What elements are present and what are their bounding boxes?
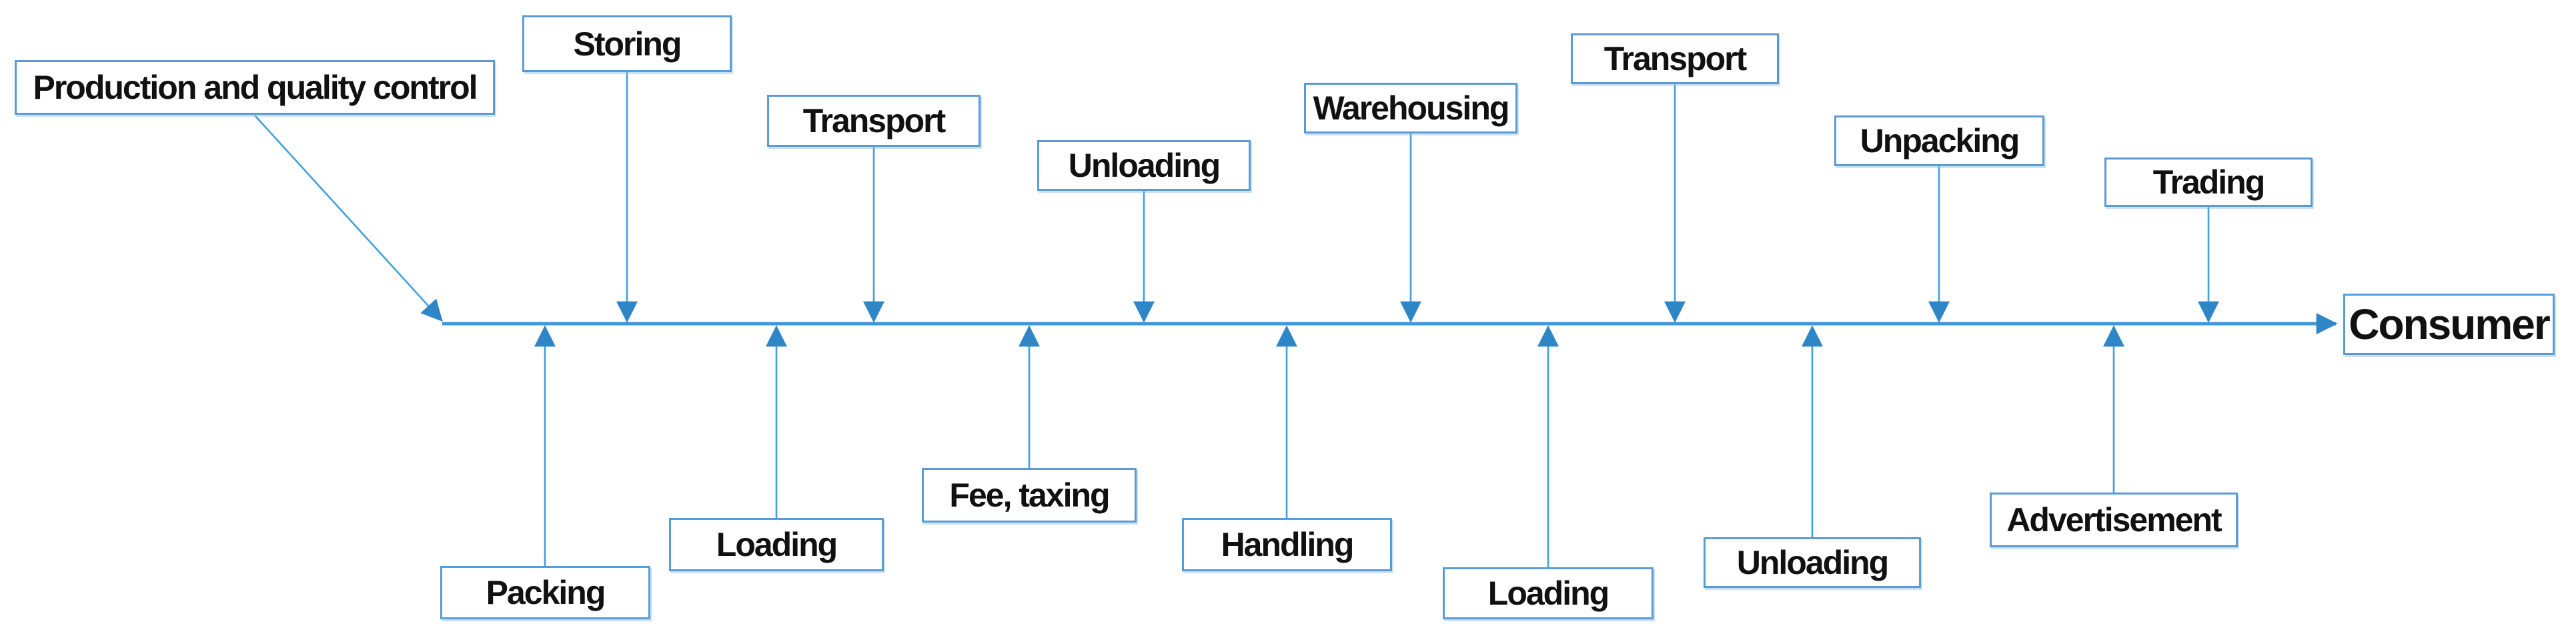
node-packing: Packing bbox=[440, 566, 650, 619]
node-label: Loading bbox=[716, 526, 838, 563]
node-advertisement: Advertisement bbox=[1990, 493, 2238, 547]
node-transport-2: Transport bbox=[1571, 33, 1779, 84]
node-label: Storing bbox=[573, 25, 682, 63]
node-label: Loading bbox=[1487, 575, 1609, 612]
node-label: Trading bbox=[2152, 164, 2266, 201]
node-trading: Trading bbox=[2104, 157, 2313, 207]
node-loading-1: Loading bbox=[669, 518, 884, 571]
node-unloading-2: Unloading bbox=[1704, 537, 1921, 588]
node-fee-taxing: Fee, taxing bbox=[922, 468, 1137, 523]
node-label: Consumer bbox=[2349, 300, 2550, 348]
node-label: Unloading bbox=[1736, 544, 1889, 581]
node-handling: Handling bbox=[1182, 518, 1392, 571]
node-label: Transport bbox=[802, 102, 946, 139]
node-consumer: Consumer bbox=[2343, 294, 2555, 355]
node-unloading-1: Unloading bbox=[1037, 140, 1251, 191]
node-label: Handling bbox=[1221, 526, 1355, 563]
node-unpacking: Unpacking bbox=[1834, 115, 2044, 166]
connector-production bbox=[254, 115, 443, 322]
node-label: Unpacking bbox=[1860, 122, 2020, 160]
node-label: Packing bbox=[486, 574, 606, 611]
node-warehousing: Warehousing bbox=[1304, 83, 1517, 133]
node-label: Fee, taxing bbox=[949, 476, 1110, 514]
node-transport-1: Transport bbox=[767, 95, 981, 147]
node-label: Warehousing bbox=[1313, 89, 1510, 127]
node-label: Unloading bbox=[1068, 147, 1221, 184]
node-storing: Storing bbox=[522, 15, 732, 72]
node-label: Advertisement bbox=[2006, 501, 2222, 539]
node-loading-2: Loading bbox=[1443, 567, 1654, 619]
node-label: Transport bbox=[1603, 40, 1748, 77]
node-production-and-quality-control: Production and quality control bbox=[15, 60, 495, 115]
node-label: Production and quality control bbox=[33, 69, 478, 106]
